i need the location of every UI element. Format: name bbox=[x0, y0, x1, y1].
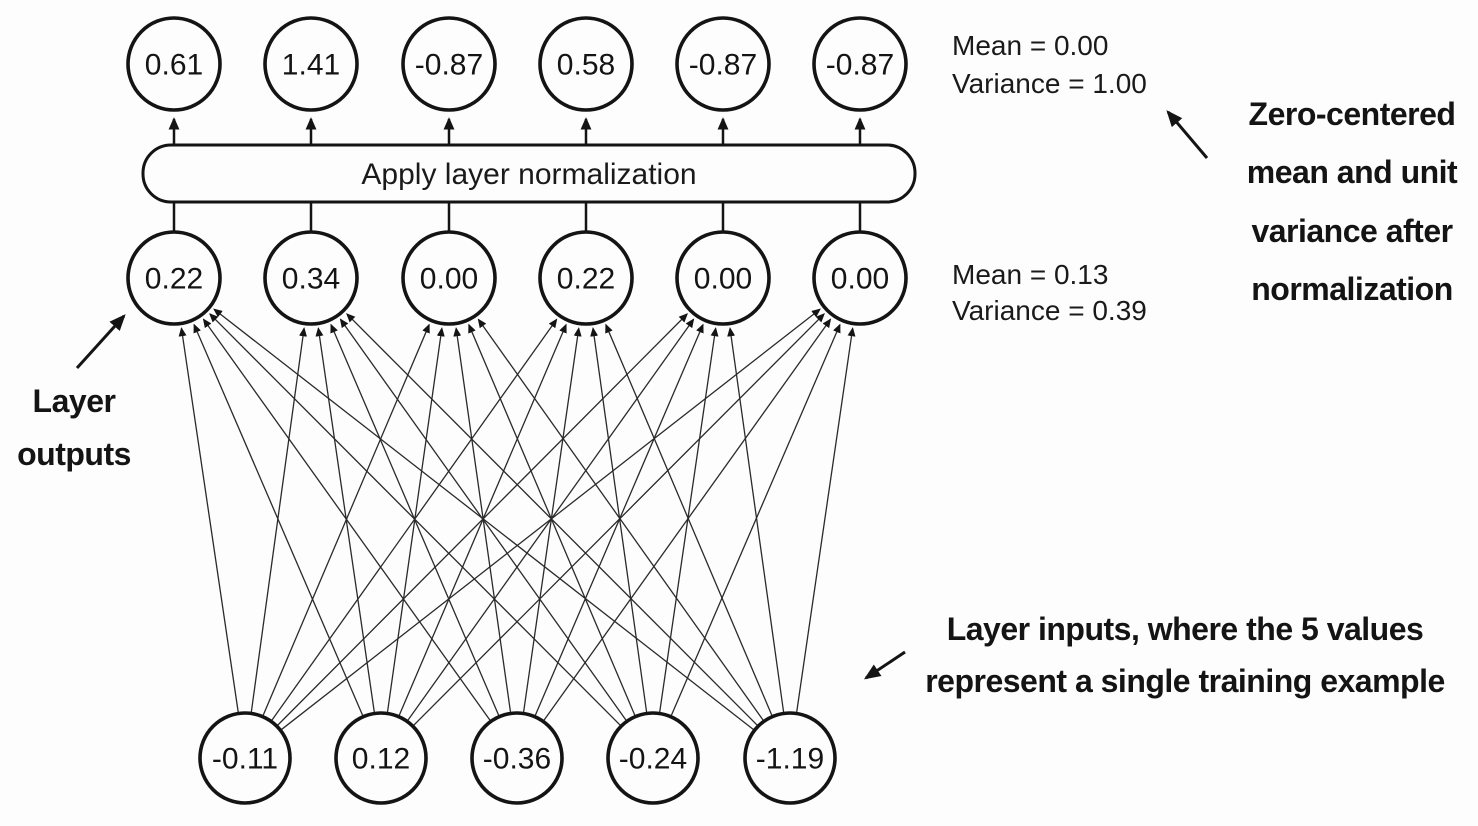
input-node-value: -0.24 bbox=[619, 743, 687, 776]
normalized-node-value: 1.41 bbox=[282, 49, 340, 82]
inputs-annotation-line: Layer inputs, where the 5 values bbox=[947, 611, 1424, 647]
connection-line bbox=[276, 313, 688, 727]
normalized-annotation-line: mean and unit bbox=[1247, 154, 1458, 190]
output-node-value: 0.22 bbox=[145, 263, 203, 296]
normalized-node bbox=[263, 16, 359, 112]
normalized-node-value: -0.87 bbox=[689, 49, 757, 82]
stats-after-variance: Variance = 1.00 bbox=[952, 68, 1147, 99]
output-node bbox=[126, 230, 222, 326]
normalized-annotation-line: normalization bbox=[1251, 271, 1453, 307]
input-node-value: 0.12 bbox=[352, 743, 410, 776]
outputs-annotation-line: outputs bbox=[17, 436, 131, 472]
network-nodes: 0.61 0.22 1.41 0.34 -0.87 0.00 0.58 0.22 -0.87 0.… bbox=[126, 16, 908, 805]
normalized-node-value: -0.87 bbox=[826, 49, 894, 82]
connection-line bbox=[315, 327, 376, 714]
apply-layer-normalization-box bbox=[141, 143, 917, 204]
connection-line bbox=[590, 327, 648, 714]
connection-line bbox=[178, 327, 240, 714]
connection-line bbox=[727, 327, 785, 714]
output-node-value: 0.34 bbox=[282, 263, 340, 296]
normalized-node bbox=[812, 16, 908, 112]
connection-line bbox=[270, 318, 558, 722]
normalized-annotation-line: Zero-centered bbox=[1249, 96, 1456, 132]
connection-line bbox=[330, 323, 500, 717]
connection-line bbox=[658, 327, 719, 714]
input-node bbox=[334, 711, 428, 805]
output-node-value: 0.00 bbox=[420, 263, 478, 296]
outputs-callout-arrow bbox=[75, 314, 126, 370]
normalized-node bbox=[538, 16, 634, 112]
connection-line bbox=[339, 318, 628, 722]
input-node-value: -0.36 bbox=[483, 743, 551, 776]
connection-line bbox=[468, 323, 636, 717]
normalized-node-value: -0.87 bbox=[415, 49, 483, 82]
normalized-node bbox=[675, 16, 771, 112]
connection-line bbox=[605, 323, 773, 717]
normalized-annotation: Zero-centered mean and unit variance aft… bbox=[1247, 96, 1459, 307]
connection-line bbox=[250, 327, 307, 714]
connection-line bbox=[406, 318, 695, 722]
connection-line bbox=[477, 318, 765, 722]
output-node bbox=[401, 230, 497, 326]
apply-layer-normalization-label: Apply layer normalization bbox=[361, 158, 696, 191]
connection-line bbox=[670, 323, 841, 717]
stats-before-mean: Mean = 0.13 bbox=[952, 259, 1108, 290]
stats-after-mean: Mean = 0.00 bbox=[952, 30, 1108, 61]
connection-line bbox=[398, 323, 567, 717]
normalized-node bbox=[126, 16, 222, 112]
connection-line bbox=[193, 323, 364, 717]
connection-line bbox=[202, 318, 492, 722]
stats-before-variance: Variance = 0.39 bbox=[952, 295, 1147, 326]
outputs-annotation: Layer outputs bbox=[17, 383, 131, 472]
connection-line bbox=[542, 318, 832, 722]
connection-line bbox=[522, 327, 582, 714]
input-node-value: -1.19 bbox=[756, 743, 824, 776]
input-node bbox=[743, 711, 837, 805]
input-node bbox=[198, 711, 292, 805]
input-node-value: -0.11 bbox=[212, 743, 278, 776]
output-node bbox=[263, 230, 359, 326]
connection-line bbox=[412, 313, 825, 727]
connection-line bbox=[534, 323, 704, 717]
connection-lines bbox=[168, 117, 866, 731]
inputs-callout-arrow bbox=[863, 650, 906, 680]
output-node bbox=[812, 230, 908, 326]
inputs-annotation: Layer inputs, where the 5 values represe… bbox=[925, 611, 1445, 699]
normalized-node-value: 0.61 bbox=[145, 49, 203, 82]
inputs-annotation-line: represent a single training example bbox=[925, 663, 1445, 699]
normalized-callout-arrow bbox=[1166, 110, 1209, 159]
output-node-value: 0.00 bbox=[694, 263, 752, 296]
output-node-value: 0.22 bbox=[557, 263, 615, 296]
normalized-node bbox=[401, 16, 497, 112]
output-node bbox=[675, 230, 771, 326]
input-node bbox=[606, 711, 700, 805]
normalized-annotation-line: variance after bbox=[1251, 213, 1452, 249]
connection-line bbox=[346, 313, 759, 727]
outputs-annotation-line: Layer bbox=[33, 383, 116, 419]
input-node bbox=[470, 711, 564, 805]
connection-line bbox=[795, 327, 856, 714]
connection-line bbox=[209, 313, 622, 727]
output-node bbox=[538, 230, 634, 326]
connection-line bbox=[213, 308, 755, 731]
normalized-node-value: 0.58 bbox=[557, 49, 615, 82]
output-node-value: 0.00 bbox=[831, 263, 889, 296]
